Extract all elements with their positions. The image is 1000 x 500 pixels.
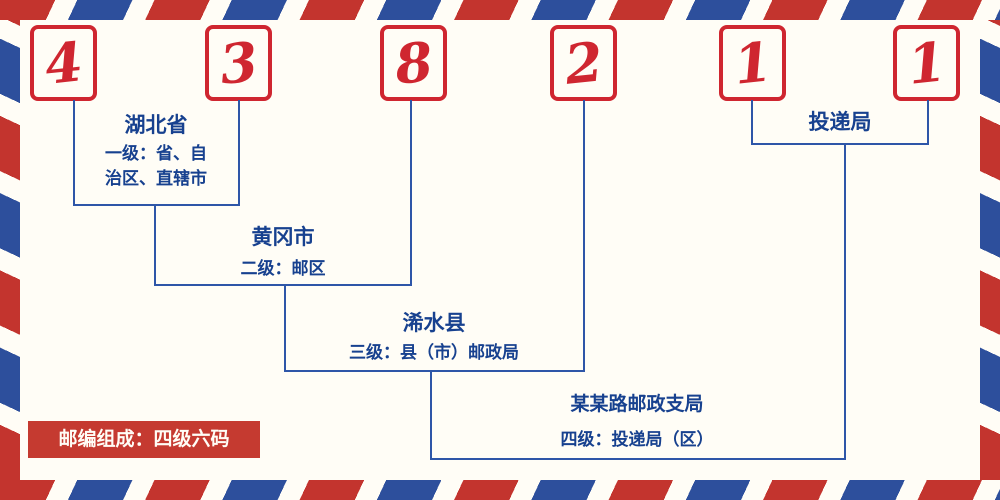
level3-region-name: 浠水县 [402, 312, 466, 335]
postal-digit-1: 4 [41, 29, 86, 97]
level2-description: 二级：邮区 [240, 259, 326, 278]
level1-description: 一级：省、自 治区、直辖市 [105, 144, 207, 188]
airmail-border-top [0, 0, 1000, 20]
level5-delivery-office-label: 投递局 [808, 111, 872, 134]
postal-digit-6: 1 [904, 29, 949, 97]
postal-digit-box-3: 8 [380, 25, 447, 101]
connector-level1-bottom [73, 204, 240, 206]
postal-digit-box-5: 1 [719, 25, 786, 101]
connector-digit5-level5 [751, 100, 753, 145]
connector-level2-level3 [284, 284, 286, 372]
airmail-border-right [980, 20, 1000, 480]
level4-description: 四级：投递局（区） [560, 430, 714, 449]
connector-digit3-level2 [410, 100, 412, 286]
connector-level2-bottom [154, 284, 412, 286]
connector-level4-bottom [430, 458, 846, 460]
postal-digit-3: 8 [391, 29, 436, 97]
level4-branch-name: 某某路邮政支局 [570, 394, 704, 415]
airmail-border-left [0, 20, 20, 480]
connector-digit2-level1 [238, 100, 240, 206]
connector-digit4-level3 [583, 100, 585, 372]
postal-digit-2: 3 [216, 29, 261, 97]
connector-level5-level4 [844, 143, 846, 460]
level1-region-name: 湖北省 [124, 114, 188, 137]
connector-digit6-level5 [927, 100, 929, 145]
postal-digit-box-4: 2 [550, 25, 617, 101]
connector-digit1-level1 [73, 100, 75, 206]
postal-digit-5: 1 [730, 29, 775, 97]
level2-region-name: 黄冈市 [251, 226, 315, 249]
airmail-border-bottom [0, 480, 1000, 500]
connector-level3-level4 [430, 370, 432, 460]
postal-digit-box-6: 1 [893, 25, 960, 101]
level3-description: 三级：县（市）邮政局 [349, 343, 519, 362]
postal-code-composition-badge: 邮编组成：四级六码 [28, 421, 260, 458]
connector-level1-level2 [154, 204, 156, 286]
postal-digit-4: 2 [561, 29, 606, 97]
connector-level3-bottom [284, 370, 585, 372]
postal-digit-box-2: 3 [205, 25, 272, 101]
postal-digit-box-1: 4 [30, 25, 97, 101]
connector-level5-bottom [751, 143, 929, 145]
